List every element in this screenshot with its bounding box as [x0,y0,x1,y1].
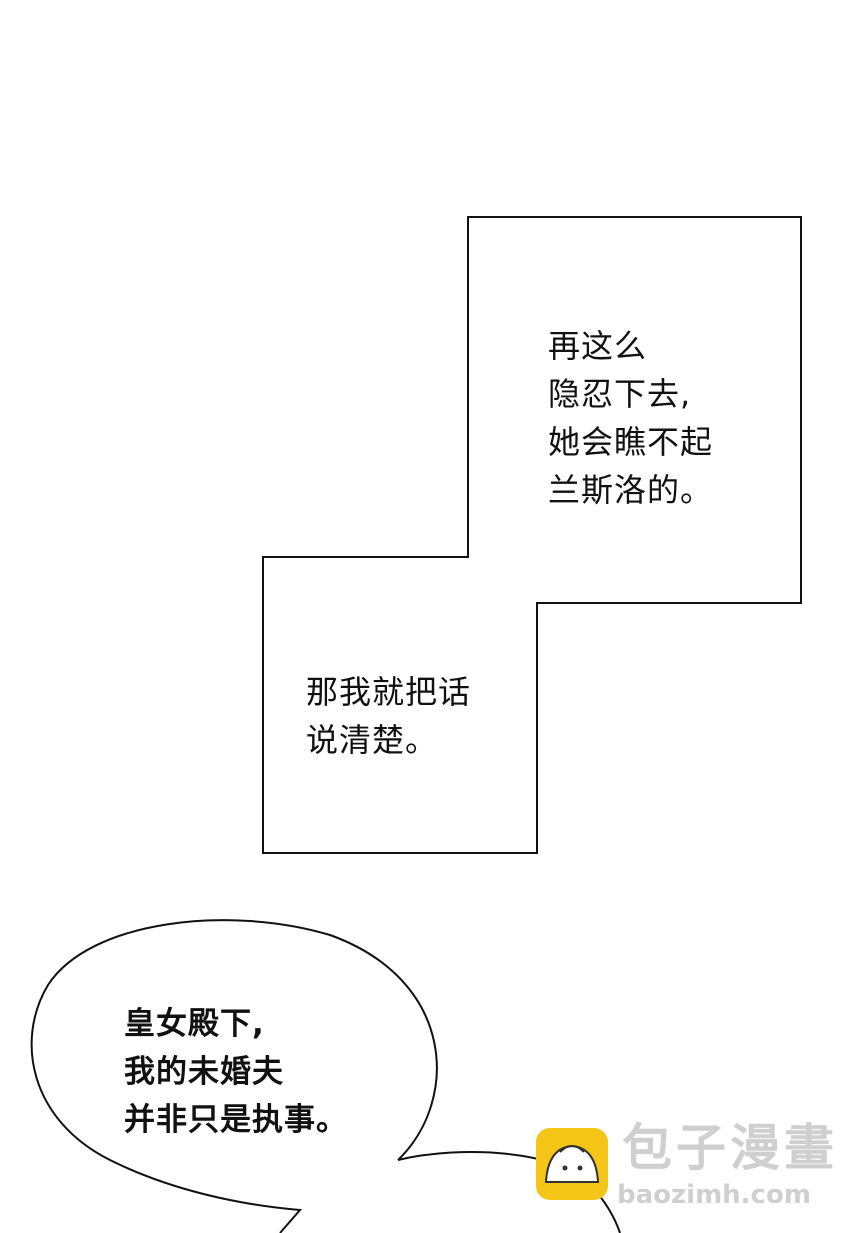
text-line: 她会瞧不起 [548,423,714,461]
speech-bubble-outline [30,919,438,1233]
text-line: 我的未婚夫 [124,1054,284,1090]
narration-box-1-text: 再这么 隐忍下去, 她会瞧不起 兰斯洛的。 [548,322,713,514]
text-line: 那我就把话 [306,673,472,711]
bun-logo-icon [536,1128,608,1200]
narration-box-outline [262,216,802,854]
text-line: 隐忍下去, [548,375,692,413]
watermark-url: baozimh.com [617,1180,811,1210]
text-line: 说清楚。 [306,721,439,759]
text-line: 并非只是执事。 [124,1102,348,1138]
text-line: 再这么 [548,327,648,365]
watermark-title: 包子漫畫 [622,1119,838,1177]
text-line: 兰斯洛的。 [548,471,714,509]
narration-box-2-text: 那我就把话 说清楚。 [306,668,471,764]
text-line: 皇女殿下, [124,1006,265,1042]
speech-bubble-text: 皇女殿下, 我的未婚夫 并非只是执事。 [124,1000,348,1144]
